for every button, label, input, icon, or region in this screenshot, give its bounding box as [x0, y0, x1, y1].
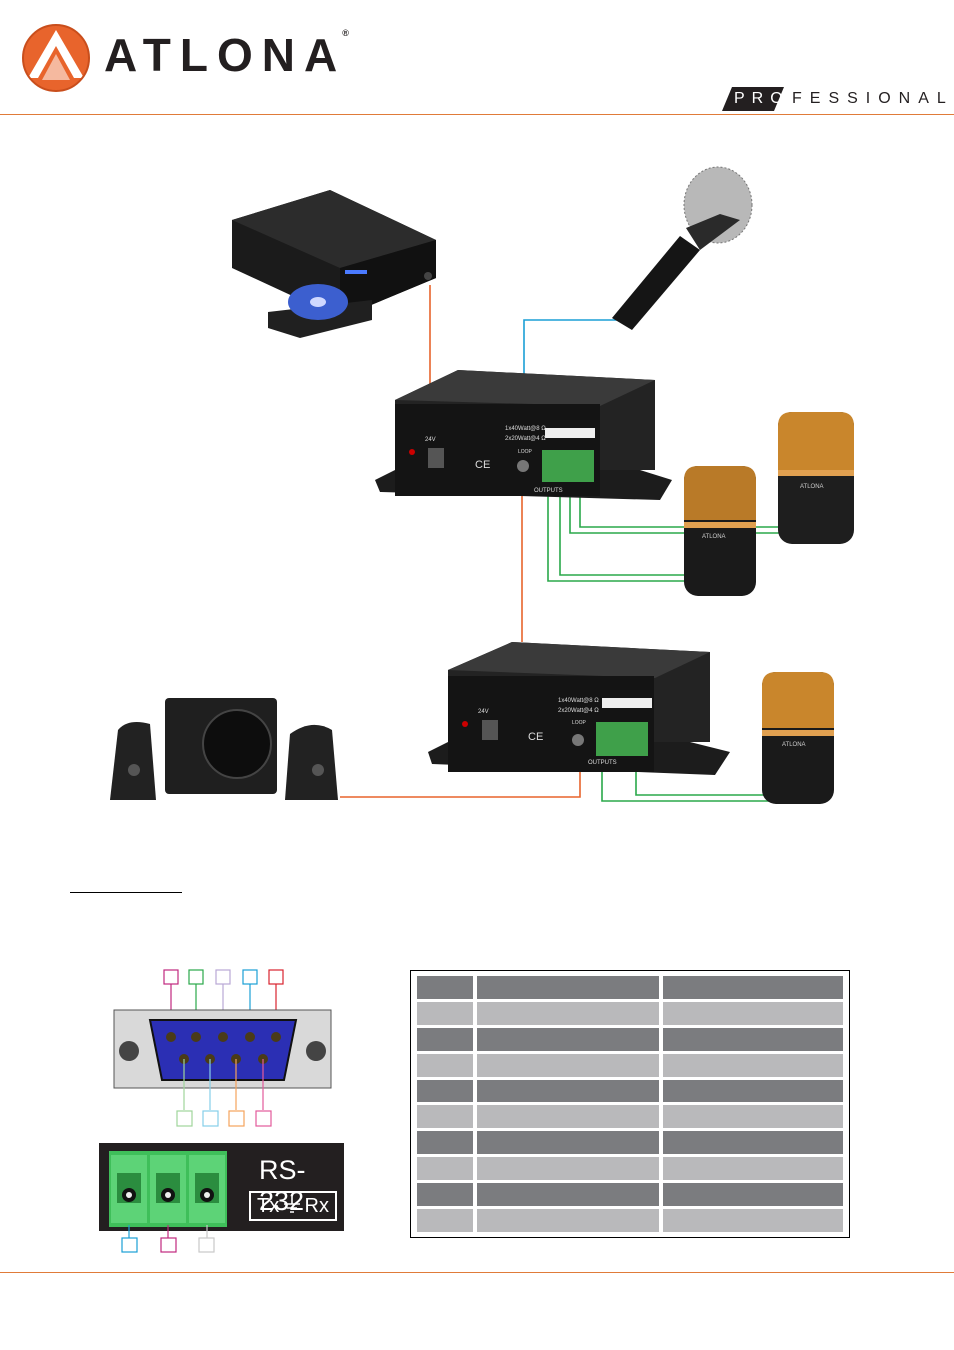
amp1-label-loop: LOOP [518, 449, 533, 455]
bluray-player-icon [232, 190, 436, 338]
brand-registered-mark: ® [342, 28, 349, 38]
pin-box-1 [163, 969, 179, 985]
table-row [417, 1053, 843, 1077]
table-row [417, 1157, 843, 1181]
amp2-label-2x20: 2x20Watt@4 Ω [558, 708, 599, 714]
tagline-pro: PRO [734, 90, 790, 107]
terminal-box-ground [160, 1237, 177, 1253]
amp1-label-ce: CE [475, 459, 490, 471]
connection-diagram: 1x40Watt@8 Ω 2x20Watt@4 Ω LOOP OUTPUTS 2… [110, 166, 854, 804]
terminal-block-icon [109, 1151, 227, 1227]
amplifier-bottom: 1x40Watt@8 Ω 2x20Watt@4 Ω LOOP OUTPUTS 2… [428, 642, 730, 775]
atlona-logo-icon [22, 24, 90, 92]
amp2-label-24v: 24V [478, 709, 489, 715]
table-row [417, 1027, 843, 1051]
terminal-box-tx [121, 1237, 138, 1253]
terminal-pin-boxes [121, 1225, 215, 1253]
rx-label: Rx [304, 1194, 329, 1217]
tagline-rest: FESSIONAL [792, 90, 954, 107]
pin-assignment-table [410, 970, 850, 1238]
tx-rx-legend: Tx Rx [249, 1191, 337, 1221]
table-row [417, 1183, 843, 1207]
pin-box-7 [202, 1110, 219, 1127]
rs232-terminal-panel: RS-232 Tx Rx [99, 1143, 344, 1231]
tagline-shape-icon [722, 87, 784, 111]
table-row [417, 1079, 843, 1103]
pin-box-6 [176, 1110, 193, 1127]
brand-wordmark: ATLONA® [104, 28, 349, 82]
amp2-label-outputs: OUTPUTS [588, 760, 617, 766]
amp2-label-1x40: 1x40Watt@8 Ω [558, 698, 599, 704]
atlona-speaker-front-icon: ATLONA [684, 466, 756, 596]
footer-rule [0, 1272, 954, 1273]
professional-tagline: PRO FESSIONAL [722, 87, 954, 111]
speaker-bottom-brand: ATLONA [782, 742, 806, 748]
pin-box-4 [242, 969, 258, 985]
tx-label: Tx [257, 1194, 280, 1217]
atlona-speaker-rear-icon: ATLONA [778, 412, 854, 544]
microphone-icon [612, 166, 753, 330]
brand-name: ATLONA [104, 29, 347, 81]
section-heading-underline [70, 892, 182, 893]
atlona-speaker-bottom-icon: ATLONA [762, 672, 834, 804]
pc-speaker-set-icon [110, 698, 338, 800]
wire-mic-to-amp [523, 319, 622, 376]
speaker-front-brand: ATLONA [702, 534, 726, 540]
terminal-box-rx [198, 1237, 215, 1253]
amp2-label-ce: CE [528, 731, 543, 743]
pin-box-2 [188, 969, 204, 985]
pin-box-5 [268, 969, 284, 985]
amp1-label-outputs: OUTPUTS [534, 488, 563, 494]
amp1-label-24v: 24V [425, 437, 436, 443]
pin-box-9 [255, 1110, 272, 1127]
speaker-rear-brand: ATLONA [800, 484, 824, 490]
table-row [417, 976, 843, 999]
amp2-label-loop: LOOP [572, 720, 587, 726]
wire-out-4 [547, 480, 690, 582]
table-row [417, 1131, 843, 1155]
ground-icon [283, 1196, 300, 1213]
pin-box-8 [228, 1110, 245, 1127]
amp1-label-1x40: 1x40Watt@8 Ω [505, 426, 546, 432]
amp1-label-2x20: 2x20Watt@4 Ω [505, 436, 546, 442]
header-rule [0, 114, 954, 115]
amplifier-top: 1x40Watt@8 Ω 2x20Watt@4 Ω LOOP OUTPUTS 2… [375, 370, 672, 500]
db9-connector-diagram [113, 969, 332, 1127]
pin-box-3 [215, 969, 231, 985]
table-row [417, 1001, 843, 1025]
table-row [417, 1105, 843, 1129]
table-row [417, 1209, 843, 1232]
wire-out-3 [559, 480, 690, 576]
